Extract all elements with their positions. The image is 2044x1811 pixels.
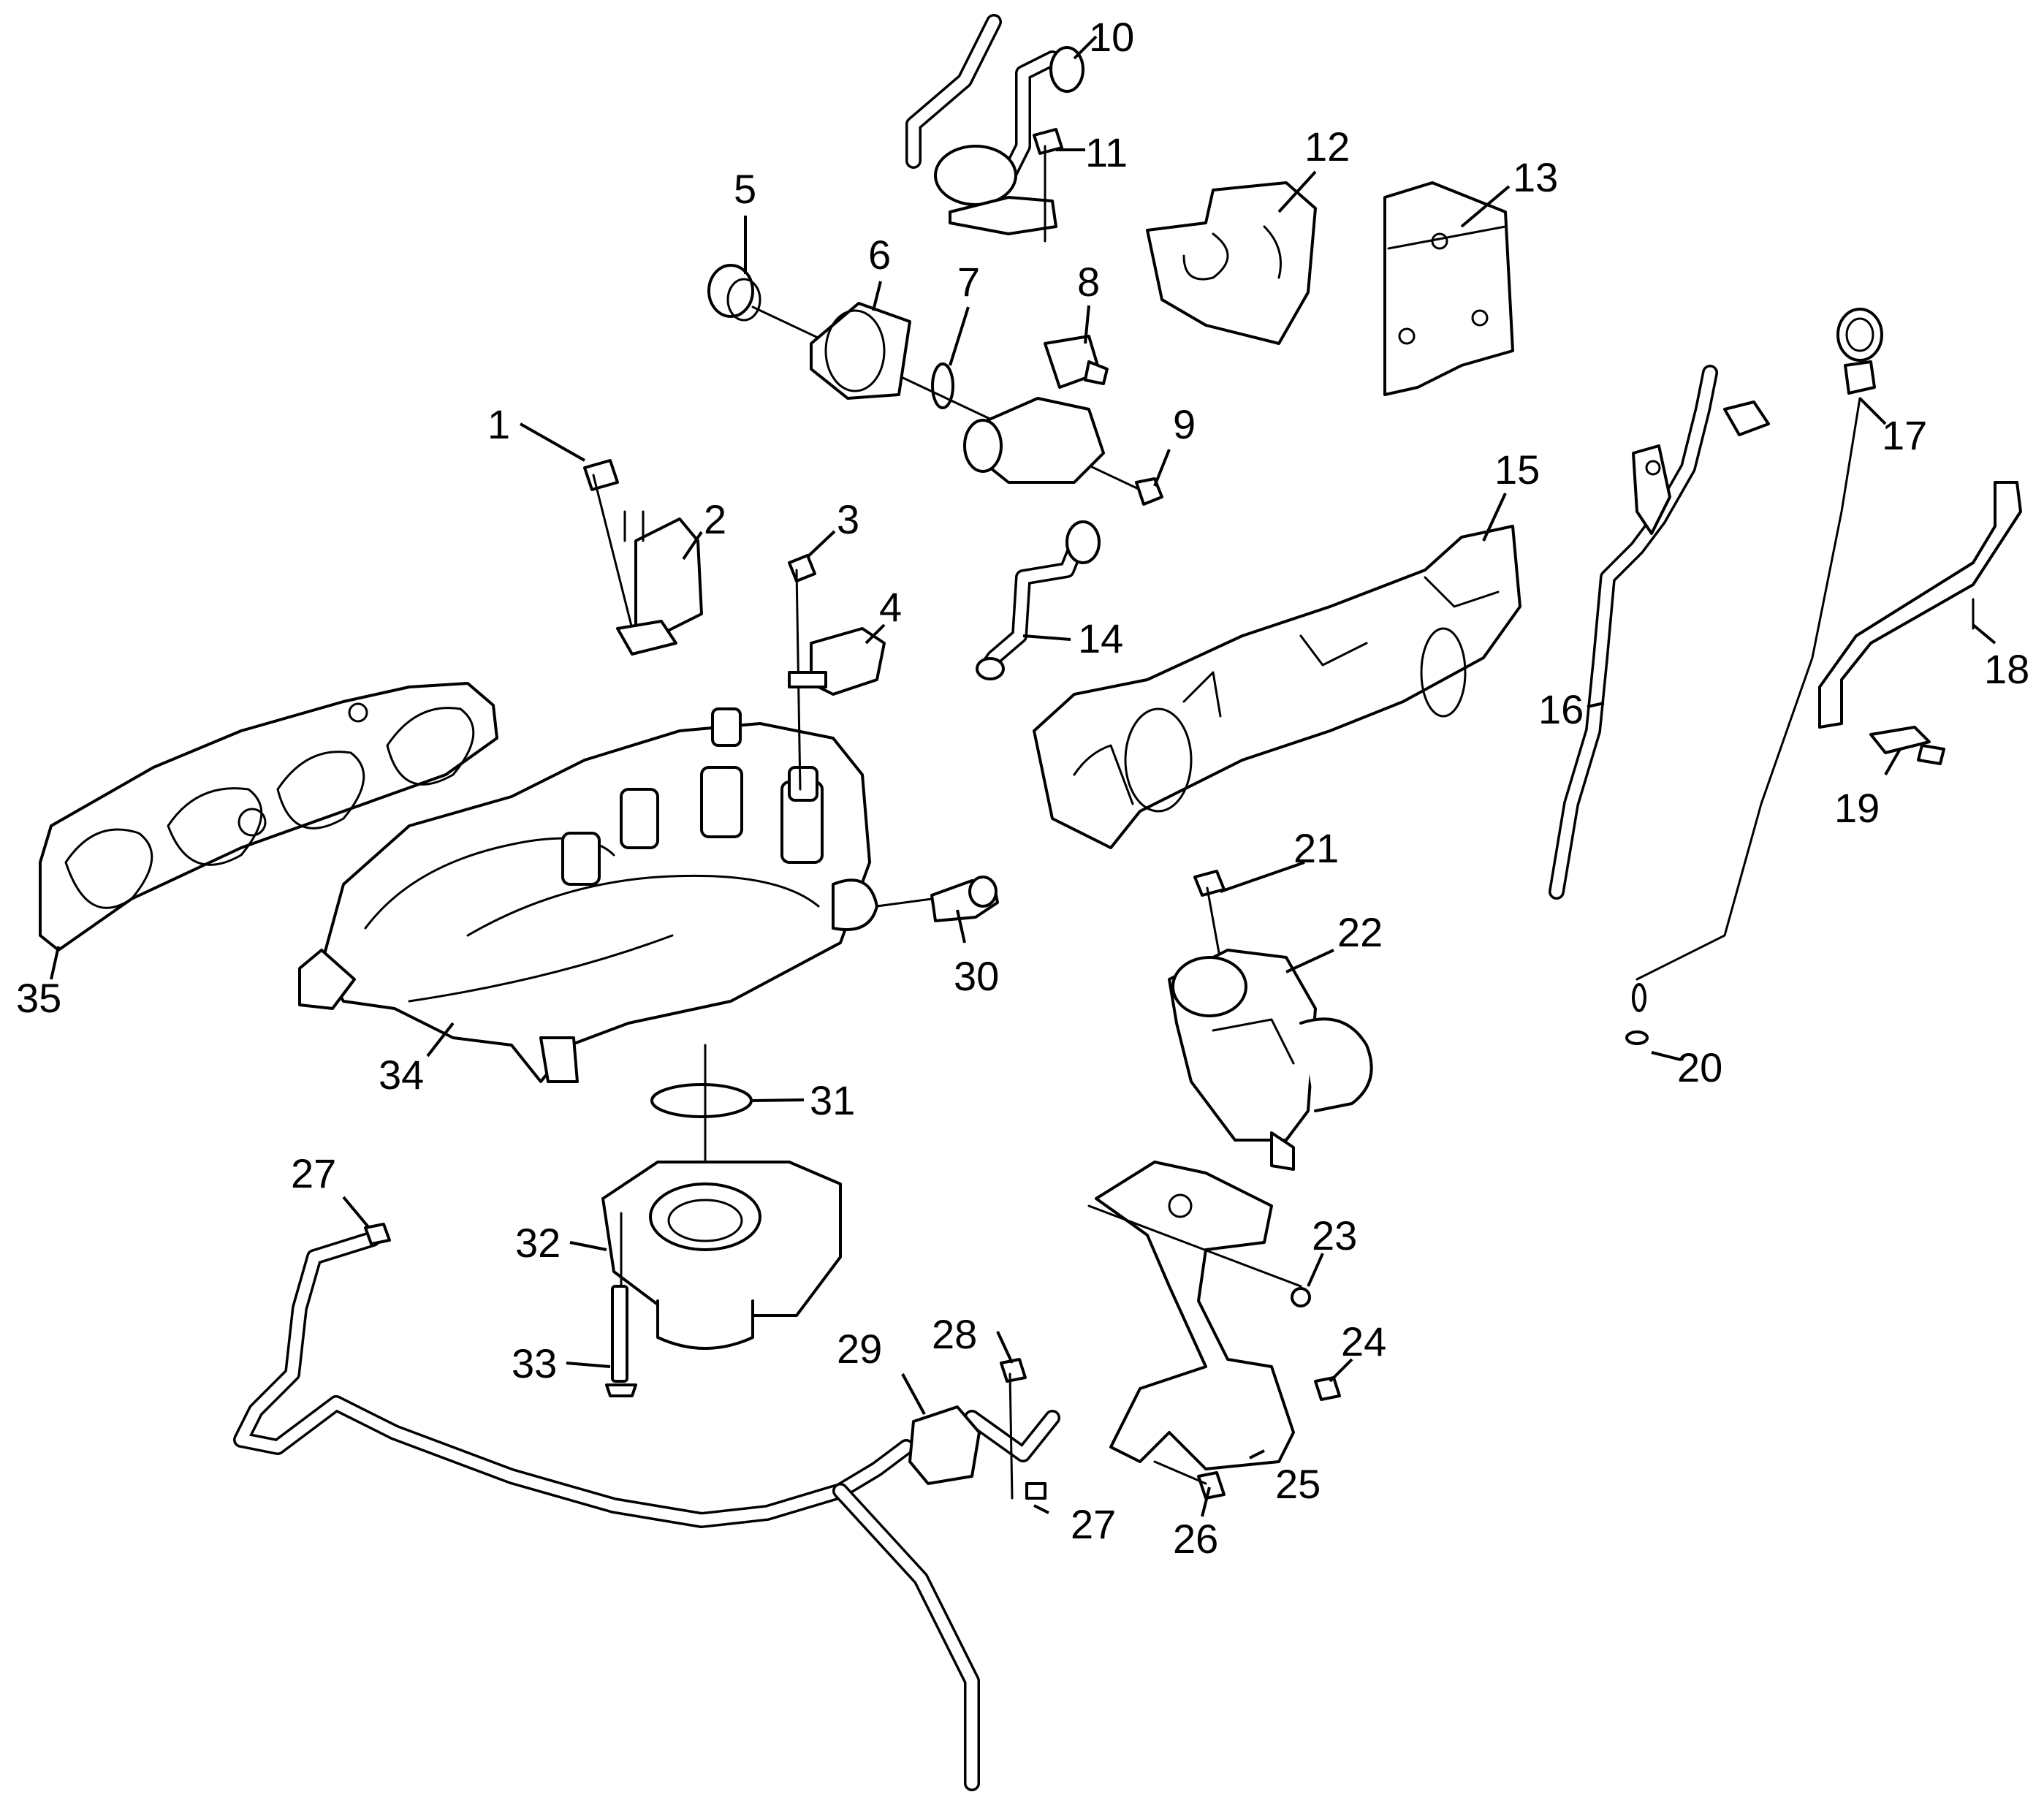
mounting-bracket <box>1383 181 1514 396</box>
vent-tube-assembly <box>905 14 1084 243</box>
callout-20: 20 <box>1677 1044 1722 1090</box>
heat-shield-small <box>1146 181 1317 345</box>
callout-27a: 27 <box>291 1150 336 1196</box>
callout-27b: 27 <box>1071 1501 1116 1547</box>
map-sensor <box>788 554 886 791</box>
callout-23: 23 <box>1312 1212 1357 1258</box>
callout-30: 30 <box>954 953 999 999</box>
callout-17: 17 <box>1882 412 1927 458</box>
callout-25: 25 <box>1275 1461 1321 1507</box>
intake-manifold-gasket <box>39 682 498 952</box>
callout-29: 29 <box>837 1326 882 1372</box>
callout-19: 19 <box>1834 785 1880 831</box>
callout-2: 2 <box>704 496 726 542</box>
manifold-sensor <box>875 876 999 922</box>
solenoid-valve <box>583 459 703 656</box>
intake-manifold <box>298 707 878 1083</box>
callout-9: 9 <box>1173 401 1196 447</box>
callout-10: 10 <box>1089 14 1134 60</box>
callout-18: 18 <box>1984 646 2029 692</box>
callout-32: 32 <box>515 1220 561 1266</box>
dipstick-tube <box>1549 365 1770 900</box>
callout-13: 13 <box>1513 154 1558 200</box>
purge-valve-assembly <box>707 264 1163 506</box>
callout-labels: 1 2 3 4 5 6 7 8 9 10 11 12 13 14 15 16 1… <box>16 14 2029 1562</box>
callout-35: 35 <box>16 975 61 1021</box>
rear-bracket-and-sensor <box>1818 481 2022 765</box>
callout-24: 24 <box>1341 1318 1386 1364</box>
callout-11: 11 <box>1085 129 1128 175</box>
leader-lines <box>50 35 1996 1517</box>
callout-14: 14 <box>1078 615 1123 661</box>
dipstick <box>1625 308 1883 1045</box>
callout-12: 12 <box>1304 124 1350 170</box>
callout-1: 1 <box>487 401 510 447</box>
callout-31: 31 <box>810 1077 855 1123</box>
callout-8: 8 <box>1077 259 1100 305</box>
throttle-body-group <box>601 1044 842 1397</box>
callout-21: 21 <box>1293 825 1339 871</box>
exhaust-heat-shield <box>1033 525 1521 849</box>
callout-26: 26 <box>1173 1516 1218 1562</box>
callout-28: 28 <box>932 1311 977 1357</box>
callout-16: 16 <box>1538 686 1584 732</box>
callout-4: 4 <box>879 584 902 630</box>
callout-33: 33 <box>512 1340 557 1386</box>
callout-34: 34 <box>379 1052 424 1098</box>
pump-bracket <box>1087 1161 1341 1500</box>
callout-22: 22 <box>1337 909 1383 955</box>
callout-5: 5 <box>734 166 756 212</box>
callout-7: 7 <box>957 259 980 305</box>
callout-15: 15 <box>1494 447 1540 493</box>
vacuum-harness <box>233 1223 1060 1791</box>
callout-3: 3 <box>837 496 859 542</box>
vacuum-hose <box>976 520 1101 680</box>
callout-6: 6 <box>868 232 891 278</box>
vacuum-pump <box>1168 870 1373 1171</box>
